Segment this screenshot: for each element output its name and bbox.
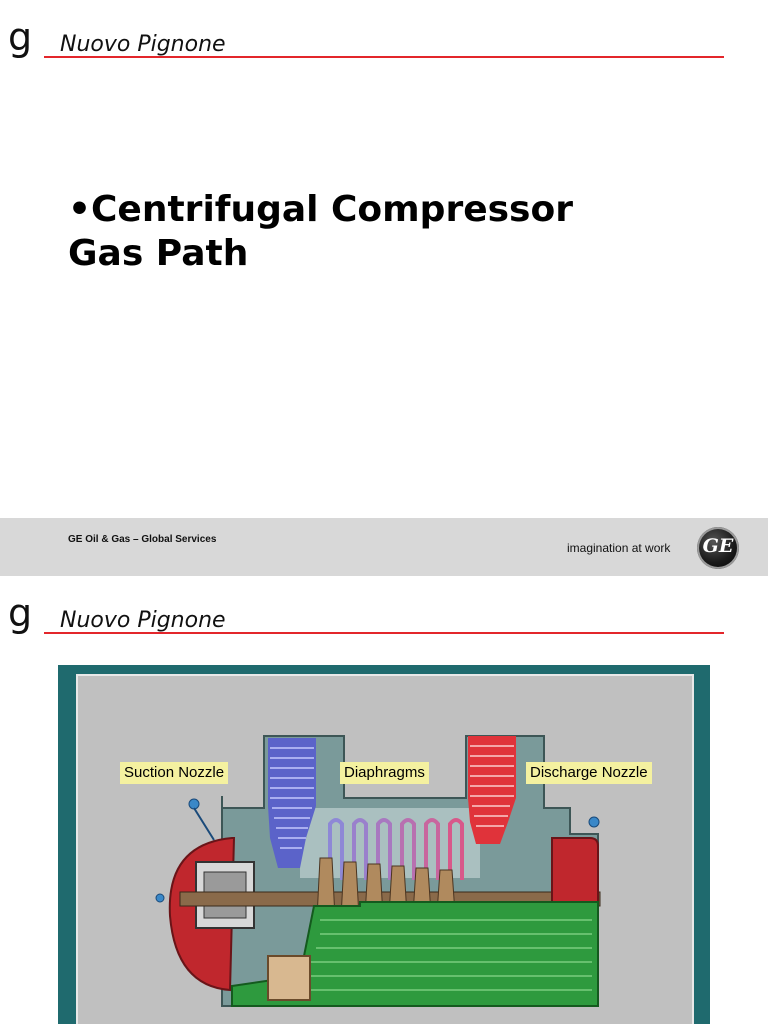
slide-1: g Nuovo Pignone •Centrifugal Compressor …	[0, 15, 768, 576]
callout-diaphragms: Diaphragms	[340, 762, 429, 784]
drain-fitting-icon	[155, 893, 165, 903]
suction-fitting-icon	[188, 798, 200, 810]
base-foot	[267, 955, 311, 1001]
slide-2: g Nuovo Pignone	[0, 576, 768, 1024]
callout-discharge-nozzle: Discharge Nozzle	[526, 762, 652, 784]
brand-name: Nuovo Pignone	[60, 608, 226, 633]
header-divider	[44, 632, 724, 634]
suction-flow	[268, 738, 316, 868]
slide-title: •Centrifugal Compressor Gas Path	[68, 188, 573, 276]
ge-monogram-text: GE	[702, 535, 734, 557]
title-line-1: •Centrifugal Compressor	[68, 189, 573, 230]
brand-name: Nuovo Pignone	[60, 32, 226, 57]
diaphragm-channels	[328, 818, 464, 880]
footer-company: GE Oil & Gas – Global Services	[68, 534, 217, 545]
ge-g-logo: g	[8, 15, 33, 59]
ge-monogram-icon: GE	[697, 527, 739, 569]
compressor-cutaway-illustration	[155, 735, 601, 1007]
footer-band: GE Oil & Gas – Global Services imaginati…	[0, 518, 768, 576]
footer-tagline: imagination at work	[567, 541, 671, 555]
ge-g-logo: g	[8, 591, 33, 635]
callout-suction-nozzle: Suction Nozzle	[120, 762, 229, 784]
discharge-end-housing	[551, 837, 599, 905]
title-line-2: Gas Path	[68, 233, 249, 274]
header-divider	[44, 56, 724, 58]
discharge-fitting-icon	[588, 816, 600, 828]
